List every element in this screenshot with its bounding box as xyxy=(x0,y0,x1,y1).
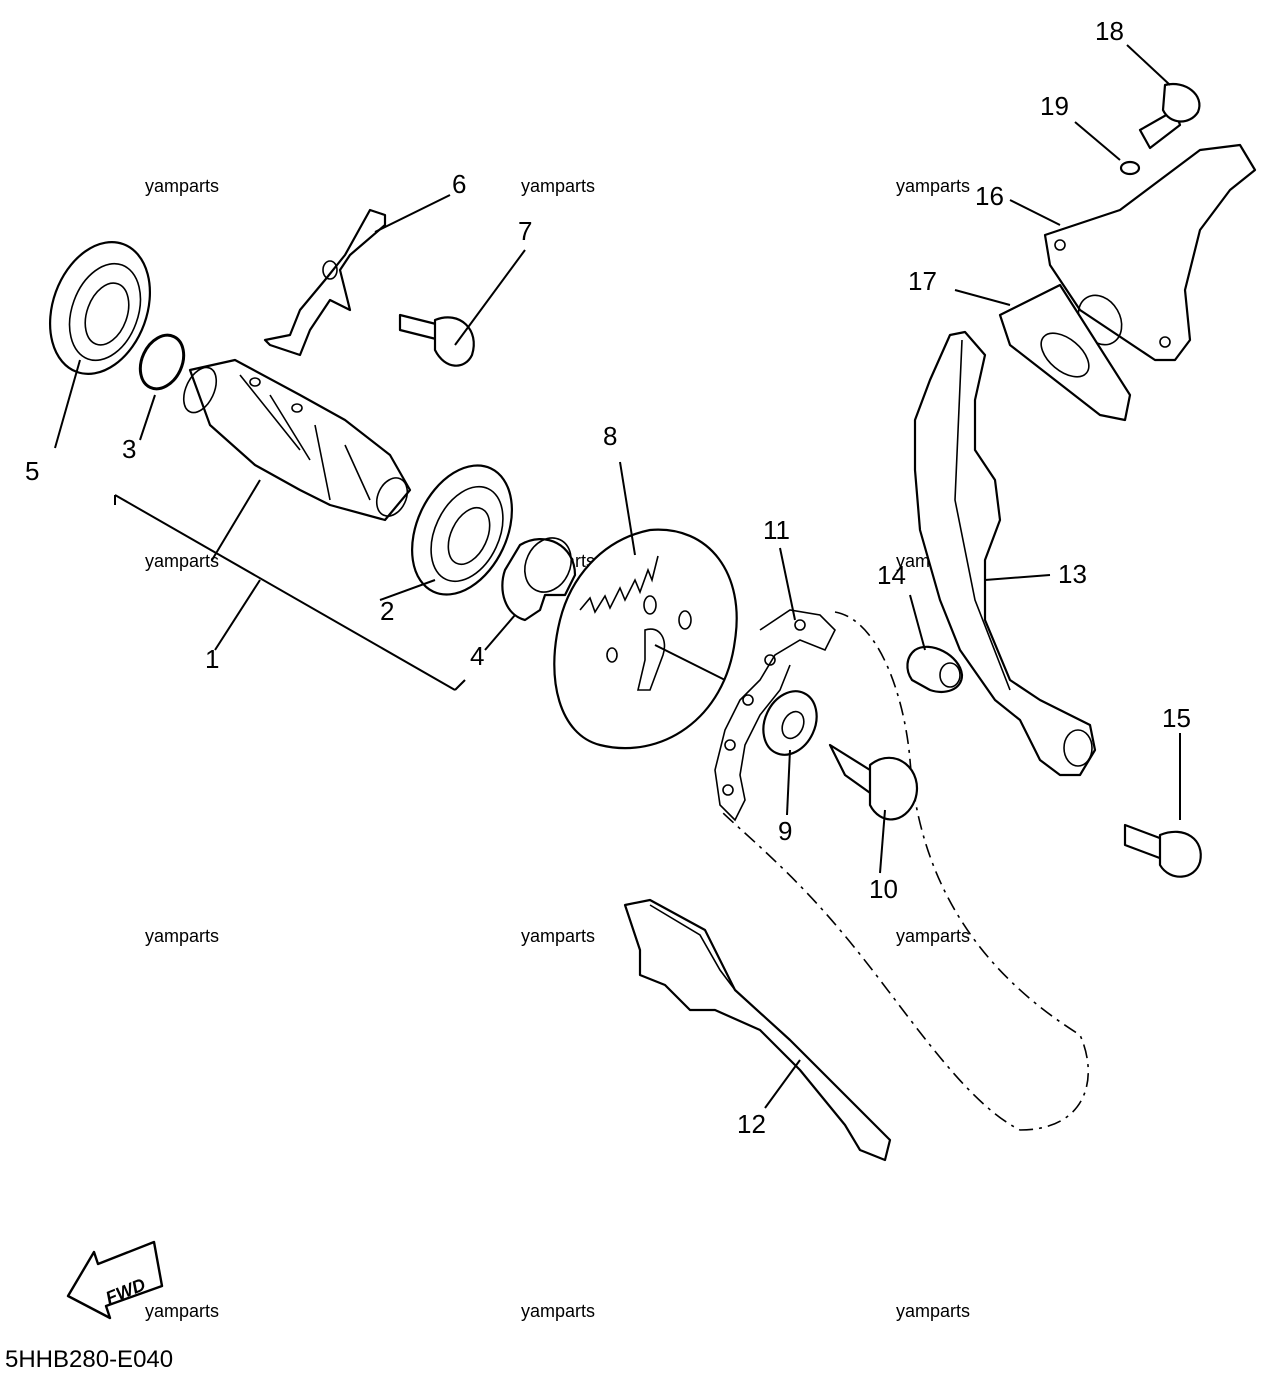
watermark: yamparts xyxy=(896,926,970,946)
callout-7: 7 xyxy=(518,216,532,246)
watermark: yamparts xyxy=(145,1301,219,1321)
callout-6: 6 xyxy=(452,169,466,199)
callout-9: 9 xyxy=(778,816,792,846)
callout-10: 10 xyxy=(869,874,898,904)
watermark: yamparts xyxy=(521,1301,595,1321)
leader-lines xyxy=(54,44,1181,1109)
callout-11: 11 xyxy=(763,515,790,545)
callout-12: 12 xyxy=(737,1109,766,1139)
washer-part-19 xyxy=(1119,160,1141,176)
callout-16: 16 xyxy=(975,181,1004,211)
callout-1: 1 xyxy=(205,644,219,674)
o-ring-part-3 xyxy=(138,333,186,391)
diagram-code: 5HHB280-E040 xyxy=(5,1346,173,1373)
forward-arrow-icon xyxy=(66,1240,164,1320)
camshaft-part-1 xyxy=(182,358,412,522)
callout-19: 19 xyxy=(1040,91,1069,121)
gasket-part-17 xyxy=(998,283,1132,422)
callout-3: 3 xyxy=(122,434,136,464)
callout-2: 2 xyxy=(380,596,394,626)
watermark: yamparts xyxy=(521,176,595,196)
callout-18: 18 xyxy=(1095,16,1124,46)
bolt-part-15 xyxy=(1123,823,1202,878)
tensioner-part-16 xyxy=(1043,143,1257,362)
chain-guide-part-13 xyxy=(913,330,1097,777)
watermark: yamparts xyxy=(145,176,219,196)
washer-part-9 xyxy=(762,690,818,756)
sprocket-part-8 xyxy=(553,528,738,750)
watermark: yamparts xyxy=(145,926,219,946)
callout-15: 15 xyxy=(1162,703,1191,733)
watermark: yamparts xyxy=(145,551,219,571)
bolt-part-10 xyxy=(828,743,918,821)
bolt-part-7 xyxy=(398,313,475,367)
bolt-part-18 xyxy=(1138,82,1201,150)
callout-13: 13 xyxy=(1058,559,1087,589)
callout-5: 5 xyxy=(25,456,39,486)
watermark: yamparts xyxy=(521,926,595,946)
chain-part-11 xyxy=(714,609,836,822)
bearing-part-5 xyxy=(48,241,152,375)
watermark: yamparts xyxy=(896,176,970,196)
chain-guide-part-12 xyxy=(623,898,892,1162)
callout-labels: 1 2 3 4 5 6 7 8 9 10 11 12 13 14 15 16 1… xyxy=(25,16,1191,1139)
watermark: yamparts xyxy=(896,1301,970,1321)
collar-part-4 xyxy=(501,537,577,622)
callout-4: 4 xyxy=(470,641,484,671)
watermark-group: yamparts yamparts yamparts yamparts yamp… xyxy=(145,176,970,1321)
chain-guide-stopper-part-6 xyxy=(263,208,387,357)
cam-chain-outline xyxy=(719,611,1089,1131)
collar-part-14 xyxy=(906,645,964,693)
callout-17: 17 xyxy=(908,266,937,296)
bearing-part-2 xyxy=(411,464,513,596)
callout-8: 8 xyxy=(603,421,617,451)
callout-14: 14 xyxy=(877,560,906,590)
